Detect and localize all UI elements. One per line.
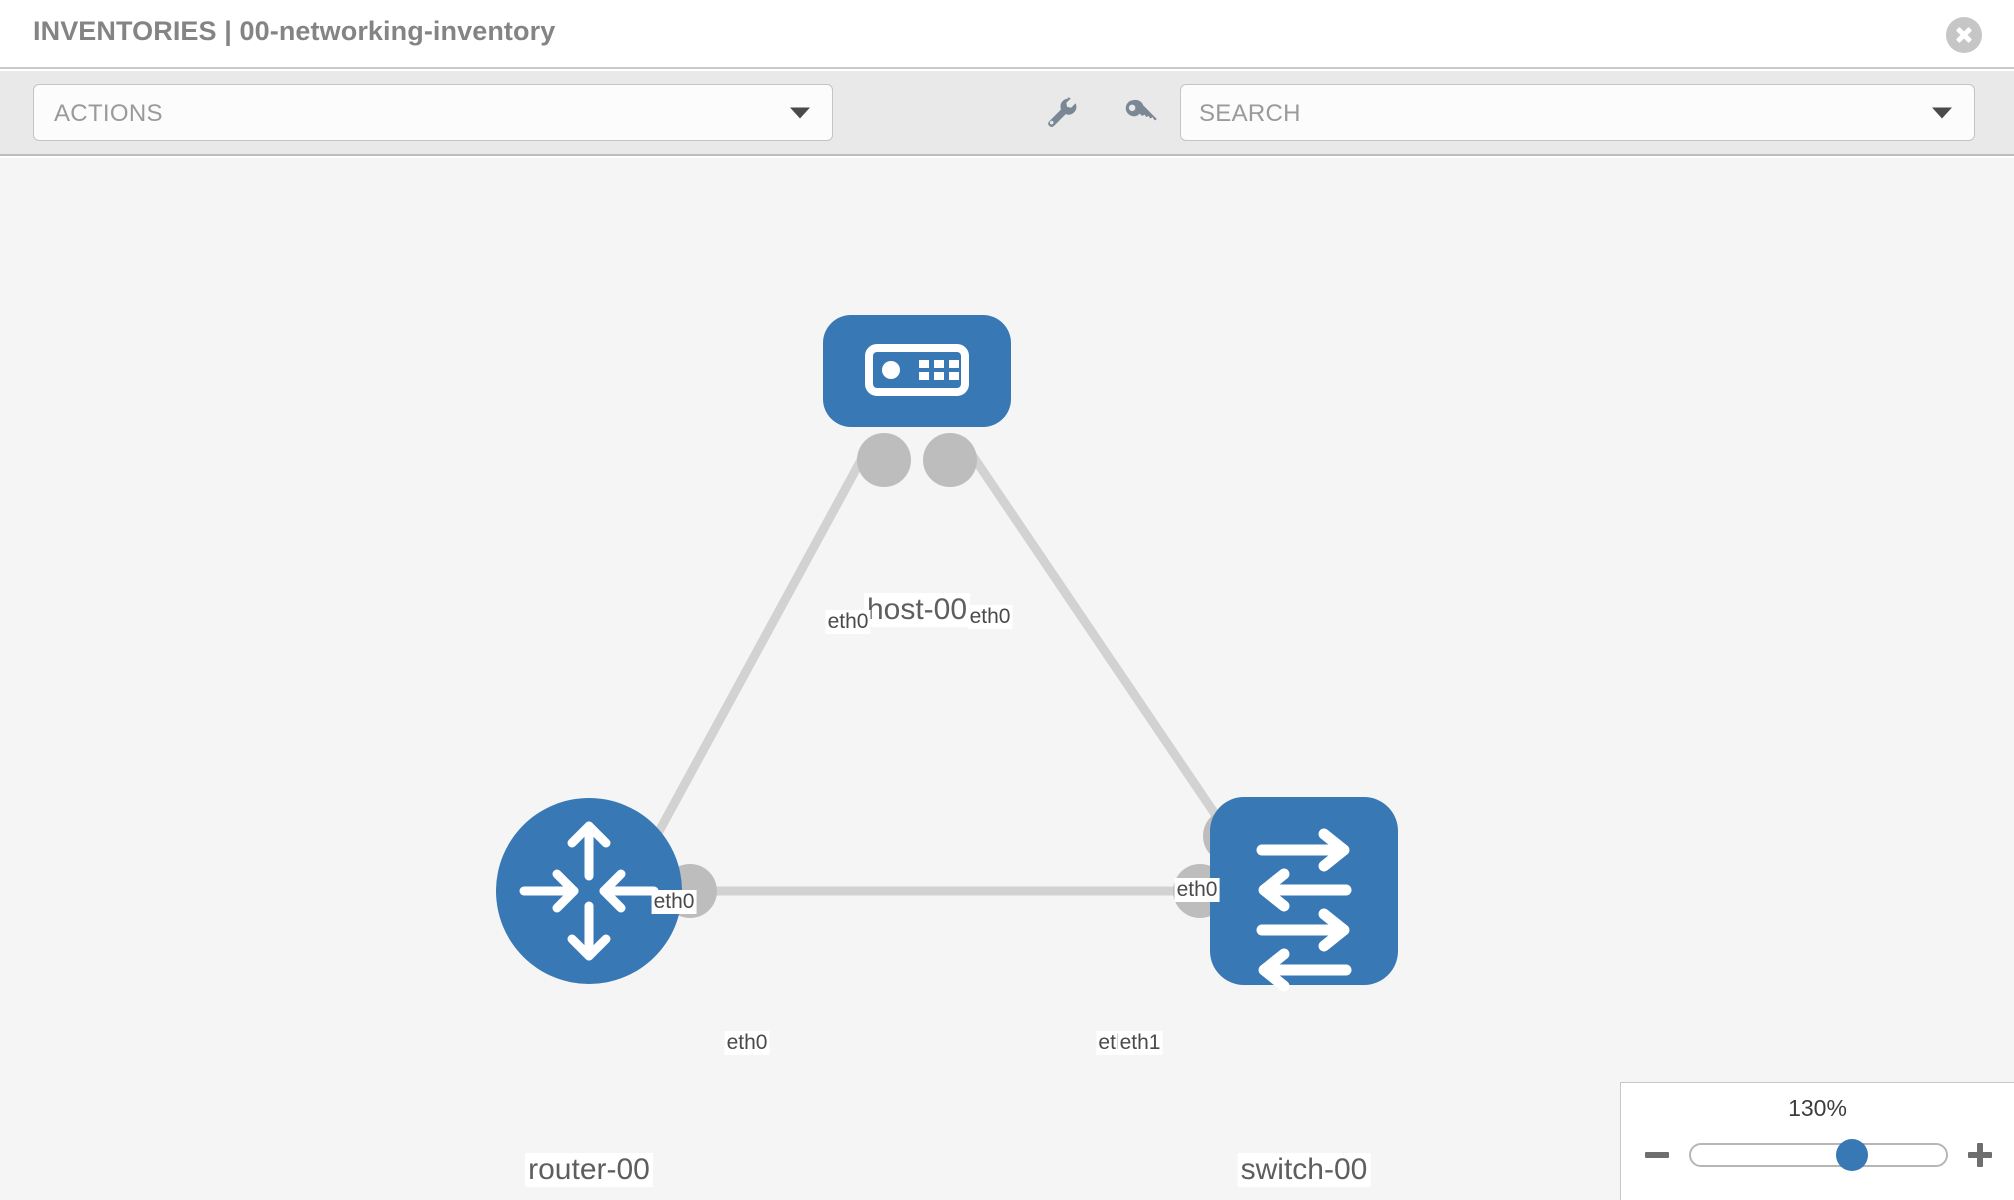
- port-group: [663, 433, 1257, 918]
- key-icon[interactable]: [1118, 92, 1160, 134]
- port-host-left: [857, 433, 911, 487]
- zoom-slider-track[interactable]: [1689, 1139, 1948, 1171]
- page-header: INVENTORIES | 00-networking-inventory: [0, 0, 2014, 69]
- zoom-slider-thumb[interactable]: [1835, 1139, 1868, 1171]
- router-arrows-icon: [519, 821, 659, 961]
- search-input[interactable]: SEARCH: [1180, 84, 1975, 141]
- iface-label-switch-left-b: eth1: [1117, 1031, 1163, 1055]
- toolbar: ACTIONS SEARCH: [0, 71, 2014, 156]
- iface-label-switch-upper: eth0: [1174, 878, 1220, 902]
- zoom-control-panel: 130%: [1620, 1082, 2014, 1200]
- server-icon: [865, 344, 969, 396]
- iface-label-host-left: eth0: [825, 610, 871, 634]
- zoom-out-button[interactable]: [1643, 1141, 1671, 1169]
- wrench-icon[interactable]: [1040, 92, 1082, 134]
- link-group: [646, 437, 1242, 896]
- link-host-router: [646, 437, 876, 851]
- topology-canvas[interactable]: host-00 router-00 switch-00 eth0 eth0 et…: [0, 158, 2014, 1200]
- iface-label-host-right: eth0: [967, 605, 1013, 629]
- node-switch-00: [1210, 797, 1398, 992]
- actions-dropdown[interactable]: ACTIONS: [33, 84, 833, 141]
- port-host-right: [923, 433, 977, 487]
- node-label-host-00: host-00: [863, 593, 971, 627]
- node-host-00: [823, 315, 1011, 427]
- node-router-00: [496, 798, 682, 984]
- link-host-switch: [958, 437, 1242, 851]
- switch-arrows-icon: [1256, 828, 1352, 992]
- chevron-down-icon: [790, 107, 810, 118]
- zoom-in-button[interactable]: [1966, 1141, 1994, 1169]
- search-placeholder: SEARCH: [1199, 100, 1301, 127]
- zoom-level-value: 130%: [1788, 1095, 1847, 1121]
- iface-label-router-right: eth0: [724, 1031, 770, 1055]
- actions-dropdown-label: ACTIONS: [54, 100, 163, 127]
- page-title: INVENTORIES | 00-networking-inventory: [33, 16, 556, 46]
- iface-label-router-upper: eth0: [651, 890, 697, 914]
- topology-graph: [496, 315, 1398, 992]
- chevron-down-icon: [1932, 107, 1952, 118]
- close-icon[interactable]: [1946, 17, 1982, 53]
- zoom-slider-row: [1643, 1135, 1994, 1175]
- toolbar-icon-group: [1040, 84, 1160, 141]
- node-label-router-00: router-00: [525, 1153, 653, 1187]
- node-label-switch-00: switch-00: [1237, 1153, 1371, 1187]
